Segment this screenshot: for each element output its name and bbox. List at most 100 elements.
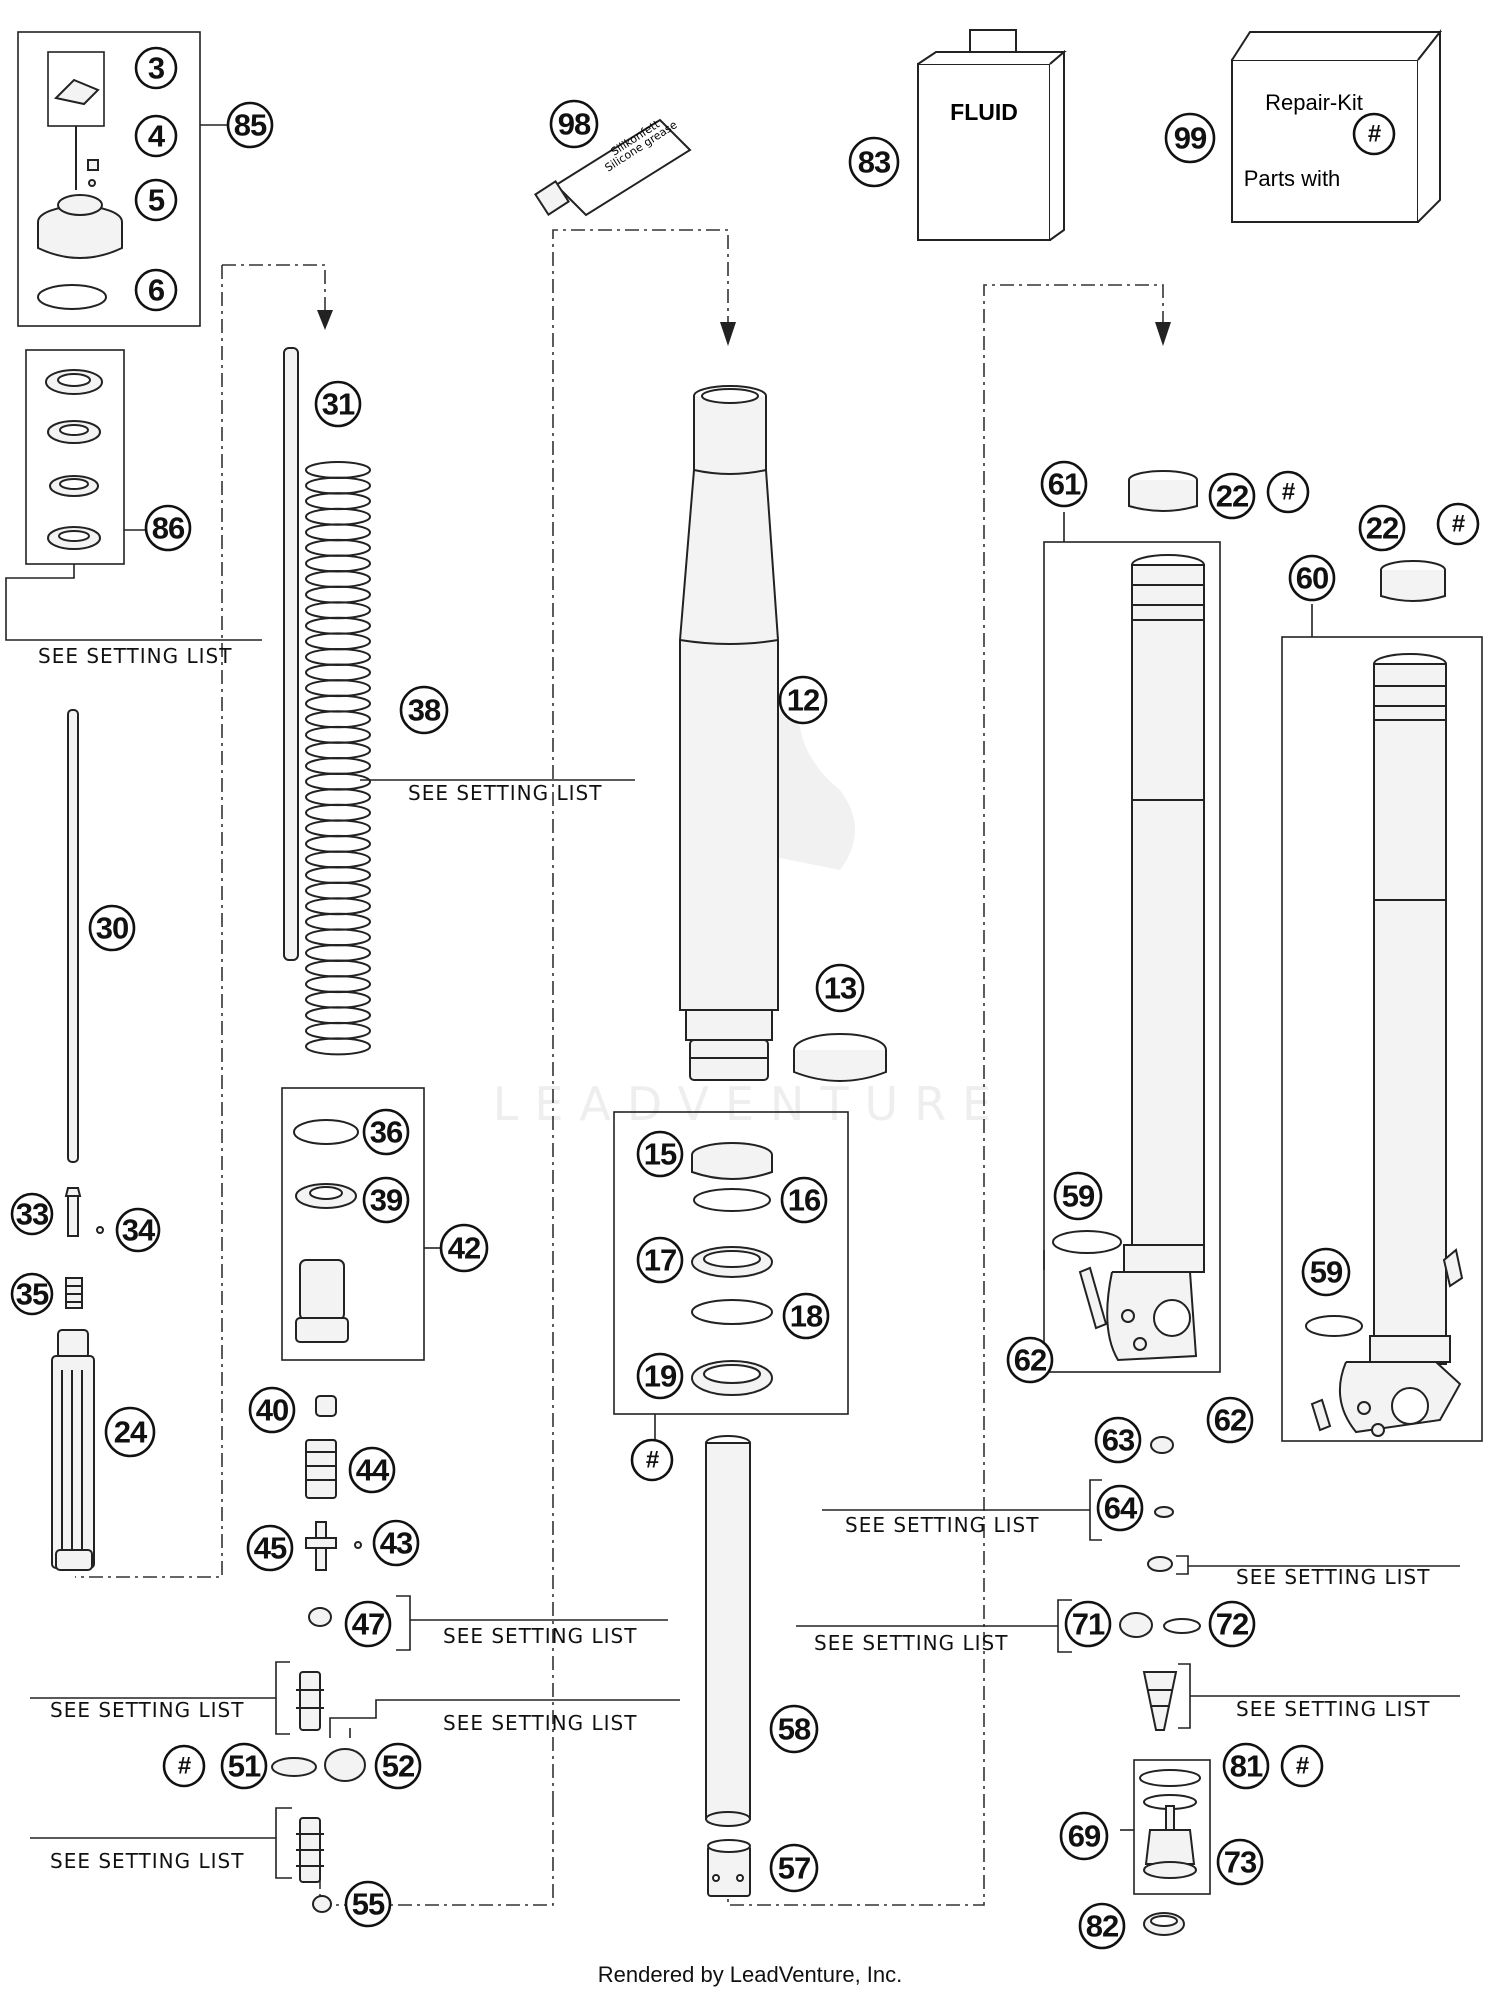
callout-6: 6 xyxy=(134,268,178,312)
callout-circle xyxy=(1094,1416,1142,1464)
callout-circle xyxy=(344,1880,392,1928)
valve-parts-right xyxy=(1119,1436,1201,1731)
callout-circle xyxy=(134,46,178,90)
hash-marker: # xyxy=(1352,112,1396,156)
callout-69: 69 xyxy=(1059,1811,1109,1861)
callout-circle xyxy=(549,99,599,149)
hash-marker: # xyxy=(162,1744,206,1788)
spring-coil xyxy=(305,912,371,931)
callout-circle xyxy=(348,1446,396,1494)
callout-number: 4 xyxy=(148,119,166,154)
callout-circle xyxy=(1222,1742,1270,1790)
ring-13 xyxy=(793,1033,887,1082)
callout-number: 83 xyxy=(858,145,891,180)
callout-circle xyxy=(134,178,178,222)
callout-43: 43 xyxy=(372,1519,420,1567)
setting-list-label: SEE SETTING LIST xyxy=(408,781,602,805)
callout-circle xyxy=(1053,1171,1103,1221)
callout-circle xyxy=(780,1176,828,1224)
callout-36: 36 xyxy=(362,1108,410,1156)
spring-coil xyxy=(305,1006,371,1025)
callout-circle xyxy=(1288,554,1336,602)
callout-number: 98 xyxy=(558,107,591,142)
spring-coil xyxy=(305,694,371,713)
callout-number: 31 xyxy=(322,387,355,422)
callout-number: 44 xyxy=(356,1453,390,1488)
callout-73: 73 xyxy=(1216,1838,1264,1886)
callout-circle xyxy=(248,1386,296,1434)
callout-number: 85 xyxy=(234,108,267,143)
callout-47: 47 xyxy=(344,1600,392,1648)
callout-55: 55 xyxy=(344,1880,392,1928)
callout-39: 39 xyxy=(362,1176,410,1224)
callout-44: 44 xyxy=(348,1446,396,1494)
hash-symbol: # xyxy=(1282,479,1295,506)
callout-circle xyxy=(220,1742,268,1790)
callout-12: 12 xyxy=(778,675,828,725)
callout-number: 55 xyxy=(352,1887,385,1922)
callout-circle xyxy=(848,136,900,188)
spring-coil xyxy=(305,834,371,853)
callout-number: 30 xyxy=(96,911,128,946)
callout-number: 57 xyxy=(778,1851,810,1886)
callout-circle xyxy=(1040,460,1088,508)
callout-42: 42 xyxy=(439,1223,489,1273)
callout-number: 51 xyxy=(228,1749,261,1784)
spring-coil xyxy=(305,616,371,635)
callout-99: 99 xyxy=(1164,112,1216,164)
spring-coil xyxy=(305,819,371,838)
setting-list-label: SEE SETTING LIST xyxy=(38,644,232,668)
callout-number: 39 xyxy=(370,1183,403,1218)
callout-circle xyxy=(769,1843,819,1893)
callout-circle xyxy=(782,1292,830,1340)
callout-60: 60 xyxy=(1288,554,1336,602)
callout-circle xyxy=(1208,472,1256,520)
callout-number: 13 xyxy=(824,971,857,1006)
spring-coil xyxy=(305,554,371,573)
callout-51: 51 xyxy=(220,1742,268,1790)
piston-rod-30 xyxy=(67,709,79,1163)
callout-30: 30 xyxy=(88,904,136,952)
callout-number: 86 xyxy=(152,511,185,546)
spring-coil xyxy=(305,679,371,698)
callout-number: 59 xyxy=(1062,1179,1095,1214)
callout-number: 34 xyxy=(122,1213,156,1248)
callout-number: 69 xyxy=(1068,1819,1101,1854)
spring-coil xyxy=(305,570,371,589)
footer-credit: Rendered by LeadVenture, Inc. xyxy=(597,1962,903,1987)
inner-tube-61 xyxy=(1043,541,1221,1373)
svg-text:Repair-Kit: Repair-Kit xyxy=(1265,90,1363,115)
callout-circle xyxy=(344,1600,392,1648)
spring-coil xyxy=(305,632,371,651)
callout-number: 19 xyxy=(644,1359,677,1394)
callout-circle xyxy=(104,1406,156,1458)
callout-number: 36 xyxy=(370,1115,403,1150)
callout-15: 15 xyxy=(636,1130,684,1178)
spring-coil xyxy=(305,663,371,682)
callout-number: 45 xyxy=(254,1531,287,1566)
valve-small-parts xyxy=(305,1395,362,1627)
callout-circle xyxy=(372,1519,420,1567)
callout-61: 61 xyxy=(1040,460,1088,508)
setting-list-label: SEE SETTING LIST xyxy=(1236,1697,1430,1721)
callout-number: 6 xyxy=(148,273,165,308)
spring-coil xyxy=(305,788,371,807)
part-group-86 xyxy=(5,349,262,641)
callout-number: 22 xyxy=(1216,479,1248,514)
hash-circle xyxy=(1280,1744,1324,1788)
callout-85: 85 xyxy=(226,101,274,149)
callout-circle xyxy=(134,268,178,312)
callout-number: 72 xyxy=(1216,1607,1248,1642)
callout-circle xyxy=(1078,1902,1126,1950)
callout-17: 17 xyxy=(636,1236,684,1284)
callout-number: 63 xyxy=(1102,1423,1135,1458)
damper-rod-31 xyxy=(283,347,299,961)
setting-list-label: SEE SETTING LIST xyxy=(1236,1565,1430,1589)
tube-58 xyxy=(705,1435,751,1827)
hash-symbol: # xyxy=(178,1753,191,1780)
spring-coil xyxy=(305,476,371,495)
callout-86: 86 xyxy=(144,504,192,552)
callout-22: 22 xyxy=(1358,504,1406,552)
part-group-69 xyxy=(1120,1759,1211,1936)
